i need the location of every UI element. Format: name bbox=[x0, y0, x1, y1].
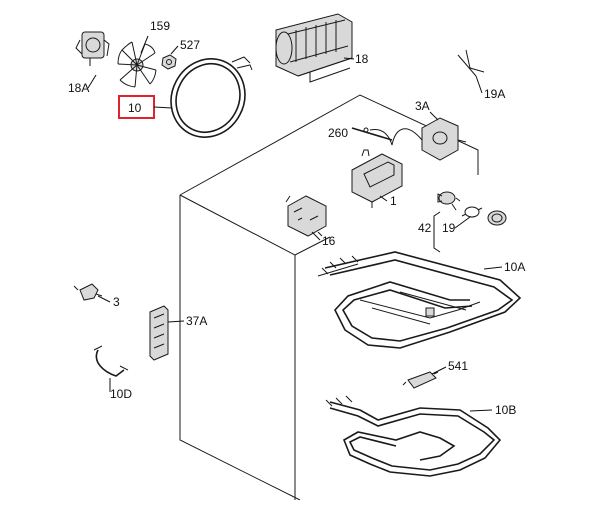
part-capillary[interactable] bbox=[351, 127, 393, 141]
label-10B: 10B bbox=[495, 403, 516, 417]
part-electronic-timer[interactable] bbox=[351, 149, 403, 208]
label-3: 3 bbox=[113, 295, 120, 309]
part-fan-motor[interactable] bbox=[75, 31, 110, 66]
label-37A: 37A bbox=[186, 314, 207, 328]
part-oven-lamp-holder[interactable] bbox=[437, 191, 461, 211]
part-nut[interactable] bbox=[161, 54, 177, 70]
part-thermostat[interactable] bbox=[369, 117, 467, 161]
part-tangential-fan[interactable] bbox=[275, 13, 353, 83]
part-probe[interactable] bbox=[457, 49, 485, 77]
part-wiring-lead[interactable] bbox=[93, 345, 129, 392]
label-19A: 19A bbox=[484, 87, 505, 101]
label-3A: 3A bbox=[415, 99, 430, 113]
part-terminal-block[interactable] bbox=[149, 305, 169, 361]
label-260: 260 bbox=[328, 126, 348, 140]
label-18A: 18A bbox=[68, 81, 89, 95]
label-1: 1 bbox=[390, 194, 397, 208]
label-16: 16 bbox=[322, 234, 336, 248]
label-10D: 10D bbox=[110, 387, 132, 401]
label-159: 159 bbox=[150, 19, 170, 33]
part-fan-blade[interactable] bbox=[117, 41, 157, 88]
part-circular-heating-element[interactable] bbox=[157, 46, 258, 150]
part-top-grill-element[interactable] bbox=[317, 251, 522, 349]
part-lamp-cover[interactable] bbox=[487, 210, 507, 226]
oven-cabinet bbox=[179, 94, 479, 501]
part-lamp-bulb[interactable] bbox=[461, 206, 483, 218]
label-527: 527 bbox=[180, 38, 200, 52]
label-18: 18 bbox=[355, 52, 369, 66]
label-10A: 10A bbox=[504, 260, 525, 274]
label-42: 42 bbox=[418, 221, 432, 235]
part-connector[interactable] bbox=[402, 371, 439, 389]
label-19: 19 bbox=[442, 221, 456, 235]
part-bottom-heating-element[interactable] bbox=[325, 395, 502, 477]
part-selector-switch[interactable] bbox=[285, 195, 327, 237]
label-541: 541 bbox=[448, 359, 468, 373]
part-safety-thermostat[interactable] bbox=[73, 283, 103, 301]
label-10[interactable]: 10 bbox=[128, 101, 142, 115]
